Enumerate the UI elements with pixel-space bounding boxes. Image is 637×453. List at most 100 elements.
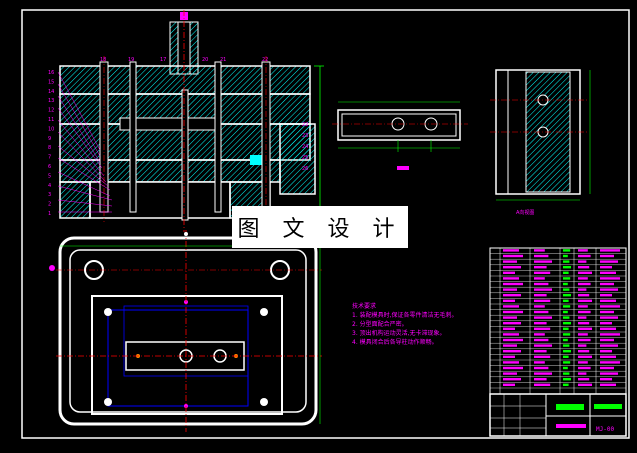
bom-cell-mark (578, 254, 591, 258)
bom-cell-mark (503, 305, 519, 308)
bom-cell-mark (600, 383, 616, 386)
bom-cell-mark (563, 282, 568, 286)
bom-cell-mark (600, 254, 614, 258)
bom-cell-mark (563, 333, 571, 336)
bom-cell-mark (578, 277, 588, 280)
bom-cell-mark (578, 378, 590, 381)
bom-cell-mark (563, 299, 569, 302)
bom-cell-mark (578, 327, 592, 330)
bom-cell-mark (534, 277, 545, 280)
bom-cell-mark (534, 288, 552, 291)
bom-cell-mark (563, 372, 570, 375)
bom-cell-mark (600, 271, 616, 274)
bom-cell-mark (600, 372, 618, 375)
bom-cell-mark (578, 366, 591, 370)
tech-req-item-3: 3. 顶出机构运动灵活,无卡滞现象。 (352, 330, 446, 337)
callout-top-20: 20 (202, 57, 208, 63)
bom-cell-mark (563, 249, 571, 252)
callout-right-25: 25 (302, 155, 308, 161)
callout-left-6: 6 (48, 164, 51, 170)
part-detail-view (332, 101, 468, 170)
bom-cell-mark (578, 338, 591, 342)
callout-left-11: 11 (48, 117, 54, 123)
bom-cell-mark (600, 305, 620, 308)
drawing-number: MJ-00 (596, 426, 615, 433)
bom-cell-mark (534, 344, 552, 347)
bom-cell-mark (600, 355, 616, 358)
drawing-border (21, 9, 630, 439)
bom-cell-mark (503, 366, 523, 370)
bom-cell-mark (534, 372, 552, 375)
bom-cell-mark (503, 316, 517, 319)
callout-top-21: 21 (220, 57, 226, 63)
callout-left-4: 4 (48, 183, 51, 189)
bom-cell-mark (503, 350, 521, 353)
callout-top-17: 17 (160, 57, 166, 63)
bom-cell-mark (578, 249, 588, 252)
bom-cell-mark (578, 288, 587, 291)
bom-cell-mark (600, 344, 618, 347)
bom-cell-mark (534, 333, 545, 336)
bom-cell-mark (534, 361, 545, 364)
bom-cell-mark (534, 366, 549, 370)
bom-cell-mark (563, 266, 571, 269)
bom-cell-mark (563, 277, 571, 280)
bom-cell-mark (563, 305, 571, 308)
bom-cell-mark (534, 378, 547, 381)
bom-cell-mark (600, 277, 620, 280)
bom-cell-mark (578, 299, 592, 302)
bom-cell-mark (503, 260, 517, 263)
callout-right-22: 22 (302, 122, 308, 128)
bom-cell-mark (600, 366, 614, 370)
bom-cell-mark (503, 254, 523, 258)
bom-cell-mark (578, 333, 588, 336)
bom-cell-mark (503, 271, 515, 274)
bom-cell-mark (534, 282, 549, 286)
bom-cell-mark (534, 355, 551, 358)
bom-cell-mark (534, 305, 545, 308)
bom-cell-mark (503, 288, 517, 291)
bom-cell-mark (578, 361, 588, 364)
side-view-label: A向视图 (516, 210, 535, 216)
bom-cell-mark (563, 366, 568, 370)
callout-left-2: 2 (48, 202, 51, 208)
callout-left-5: 5 (48, 173, 51, 179)
bom-cell-mark (534, 249, 545, 252)
bom-cell-mark (600, 266, 612, 269)
bom-cell-mark (534, 310, 549, 314)
bom-cell-mark (503, 338, 523, 342)
bom-cell-mark (600, 338, 614, 342)
bom-cell-mark (534, 327, 551, 330)
bom-cell-mark (503, 361, 519, 364)
bom-cell-mark (503, 249, 519, 252)
bom-cell-mark (534, 383, 551, 386)
callout-top-19: 19 (128, 57, 134, 63)
bom-cell-mark (534, 338, 549, 342)
bom-cell-mark (503, 372, 517, 375)
watermark: 图 文 设 计 (232, 206, 408, 248)
bom-cell-mark (578, 372, 587, 375)
bom-cell-mark (578, 355, 592, 358)
bom-cell-mark (534, 299, 551, 302)
bom-cell-mark (600, 327, 616, 330)
bom-cell-mark (600, 282, 614, 286)
callout-left-12: 12 (48, 108, 54, 114)
bom-cell-mark (563, 271, 569, 274)
bom-cell-mark (503, 299, 515, 302)
bom-cell-mark (503, 282, 523, 286)
bom-cell-mark (563, 350, 571, 353)
bom-cell-mark (600, 288, 618, 291)
bom-cell-mark (534, 266, 547, 269)
bom-cell-mark (563, 260, 570, 263)
bom-cell-mark (503, 333, 519, 336)
side-view (490, 69, 591, 201)
title-block (489, 393, 627, 437)
bom-cell-mark (503, 310, 523, 314)
callout-left-7: 7 (48, 155, 51, 161)
callout-right-24: 24 (302, 144, 308, 150)
parts-list-table (489, 247, 627, 395)
technical-requirements: 技术要求 1. 装配模具时,保证各零件清洁无毛刺。 2. 分型面配合严密。 3.… (352, 302, 458, 347)
bom-cell-mark (600, 294, 612, 297)
